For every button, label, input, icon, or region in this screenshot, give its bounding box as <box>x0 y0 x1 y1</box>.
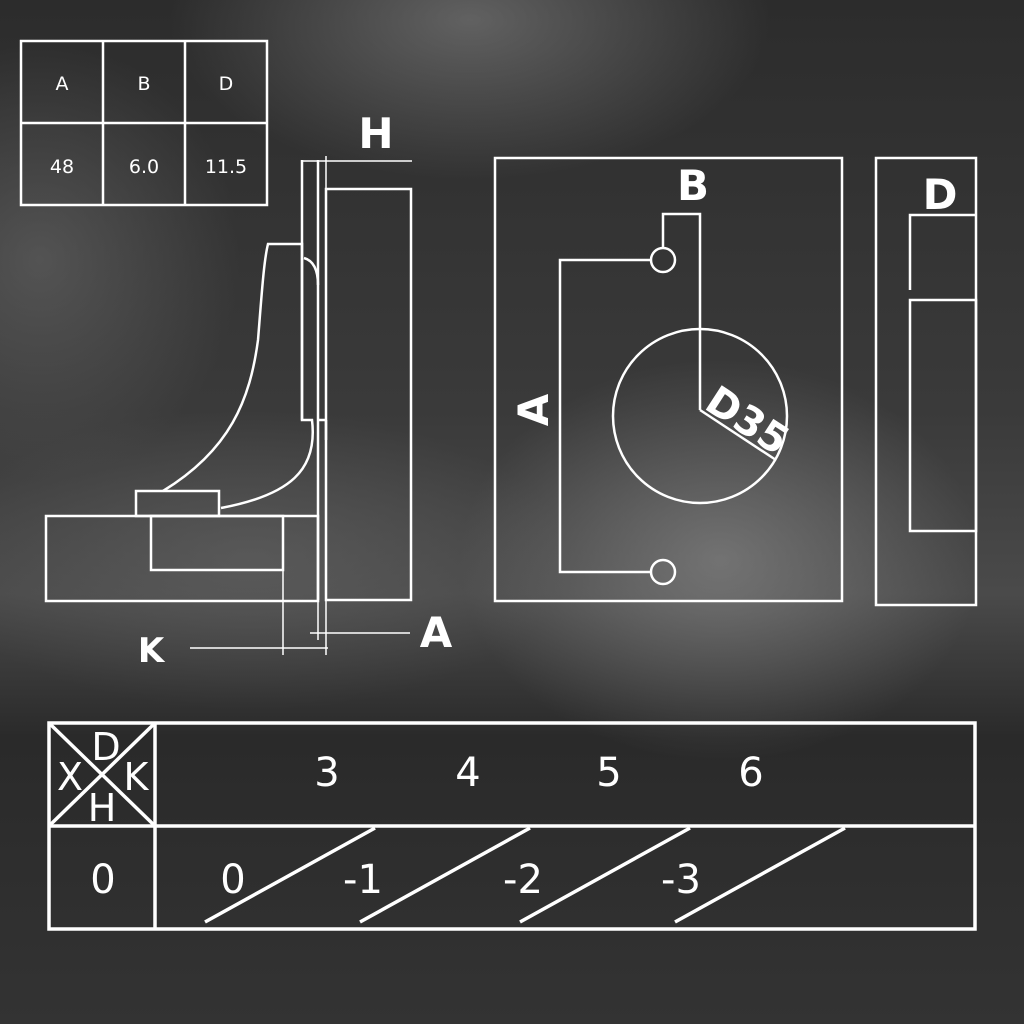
front-panel <box>493 156 844 603</box>
hinge-arm <box>162 242 315 510</box>
corner-label-h: H <box>88 786 117 830</box>
k-value: 6 <box>738 750 763 796</box>
b-dimension-line <box>661 212 702 410</box>
h-value: -3 <box>661 857 701 903</box>
k-value: 4 <box>455 750 480 796</box>
label-a-front: A <box>509 393 558 426</box>
cabinet-side <box>44 514 320 603</box>
h-value: 0 <box>220 857 245 903</box>
spec-header-b: B <box>137 73 150 95</box>
spec-value-b: 6.0 <box>129 156 159 178</box>
h-cell-divider <box>519 826 691 924</box>
spec-header-a: A <box>56 73 69 95</box>
front-view: B A D35 <box>493 156 844 603</box>
d35-radius-line <box>699 408 777 462</box>
adjust-table: D X K H 3 4 5 6 0 0 -1 -2 -3 <box>47 721 977 931</box>
h-cell-divider <box>674 826 846 924</box>
label-k: K <box>138 631 166 671</box>
spec-header-d: D <box>219 73 234 95</box>
corner-label-x: X <box>57 755 83 799</box>
screw-hole-top <box>649 246 677 274</box>
x-value: 0 <box>90 857 115 903</box>
hinge-knuckle <box>303 256 320 286</box>
a-dimension-bracket <box>558 258 651 574</box>
spec-value-d: 11.5 <box>205 156 247 178</box>
d-dimension-line <box>908 213 976 290</box>
side-view: H A K <box>44 109 453 671</box>
mounting-block <box>134 489 221 518</box>
edge-panel <box>874 156 978 607</box>
h-cell-divider <box>359 826 531 924</box>
k-value: 3 <box>314 750 339 796</box>
h-value: -2 <box>503 857 543 903</box>
label-h: H <box>358 109 393 158</box>
corner-diagonal <box>47 721 157 828</box>
edge-cup-section <box>908 298 978 533</box>
corner-label-d: D <box>91 725 120 769</box>
screw-hole-bottom <box>649 558 677 586</box>
hinge-cup <box>149 514 285 572</box>
h-cell-divider <box>204 826 376 924</box>
label-b: B <box>677 161 709 210</box>
label-d: D <box>923 170 958 219</box>
k-value: 5 <box>596 750 621 796</box>
spec-table: A B D 48 6.0 11.5 <box>19 39 269 207</box>
h-value: -1 <box>343 857 383 903</box>
door-panel <box>324 187 413 602</box>
corner-label-k: K <box>124 755 150 799</box>
label-a-side: A <box>420 608 453 657</box>
edge-view: D <box>874 156 978 607</box>
spec-value-a: 48 <box>50 156 74 178</box>
